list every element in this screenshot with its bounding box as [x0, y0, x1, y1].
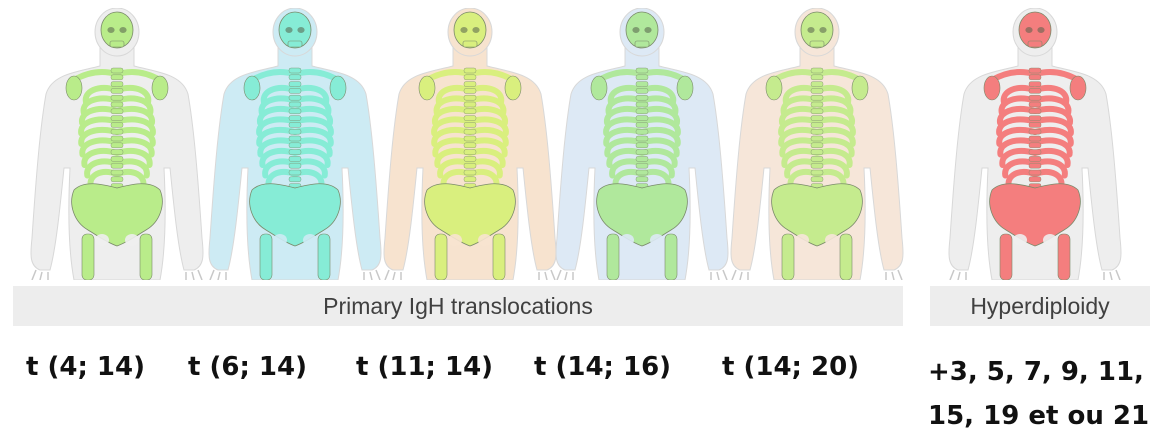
primary-band-text: Primary IgH translocations	[323, 293, 593, 320]
skeleton-figure-t6-14	[200, 8, 390, 280]
hyperdiploidy-line-1: +3, 5, 7, 9, 11,	[928, 350, 1149, 394]
skeleton-figure-hyperdiploidy	[940, 8, 1130, 280]
skeleton-figure-t14-20	[722, 8, 912, 280]
label-t14-20: t (14; 20)	[722, 352, 859, 382]
skeleton-figure-t14-16	[547, 8, 737, 280]
hyperdiploidy-line-2: 15, 19 et ou 21	[928, 394, 1149, 438]
hyperdiploidy-band: Hyperdiploidy	[930, 286, 1150, 326]
label-t6-14: t (6; 14)	[188, 352, 307, 382]
label-t4-14: t (4; 14)	[26, 352, 145, 382]
label-t11-14: t (11; 14)	[356, 352, 493, 382]
label-t14-16: t (14; 16)	[534, 352, 671, 382]
primary-igh-translocations-band: Primary IgH translocations	[13, 286, 903, 326]
skeleton-figure-t4-14	[22, 8, 212, 280]
hyperdiploidy-chromosomes-label: +3, 5, 7, 9, 11, 15, 19 et ou 21	[928, 350, 1149, 438]
hyperdiploidy-band-text: Hyperdiploidy	[970, 293, 1109, 320]
skeleton-figure-t11-14	[375, 8, 565, 280]
